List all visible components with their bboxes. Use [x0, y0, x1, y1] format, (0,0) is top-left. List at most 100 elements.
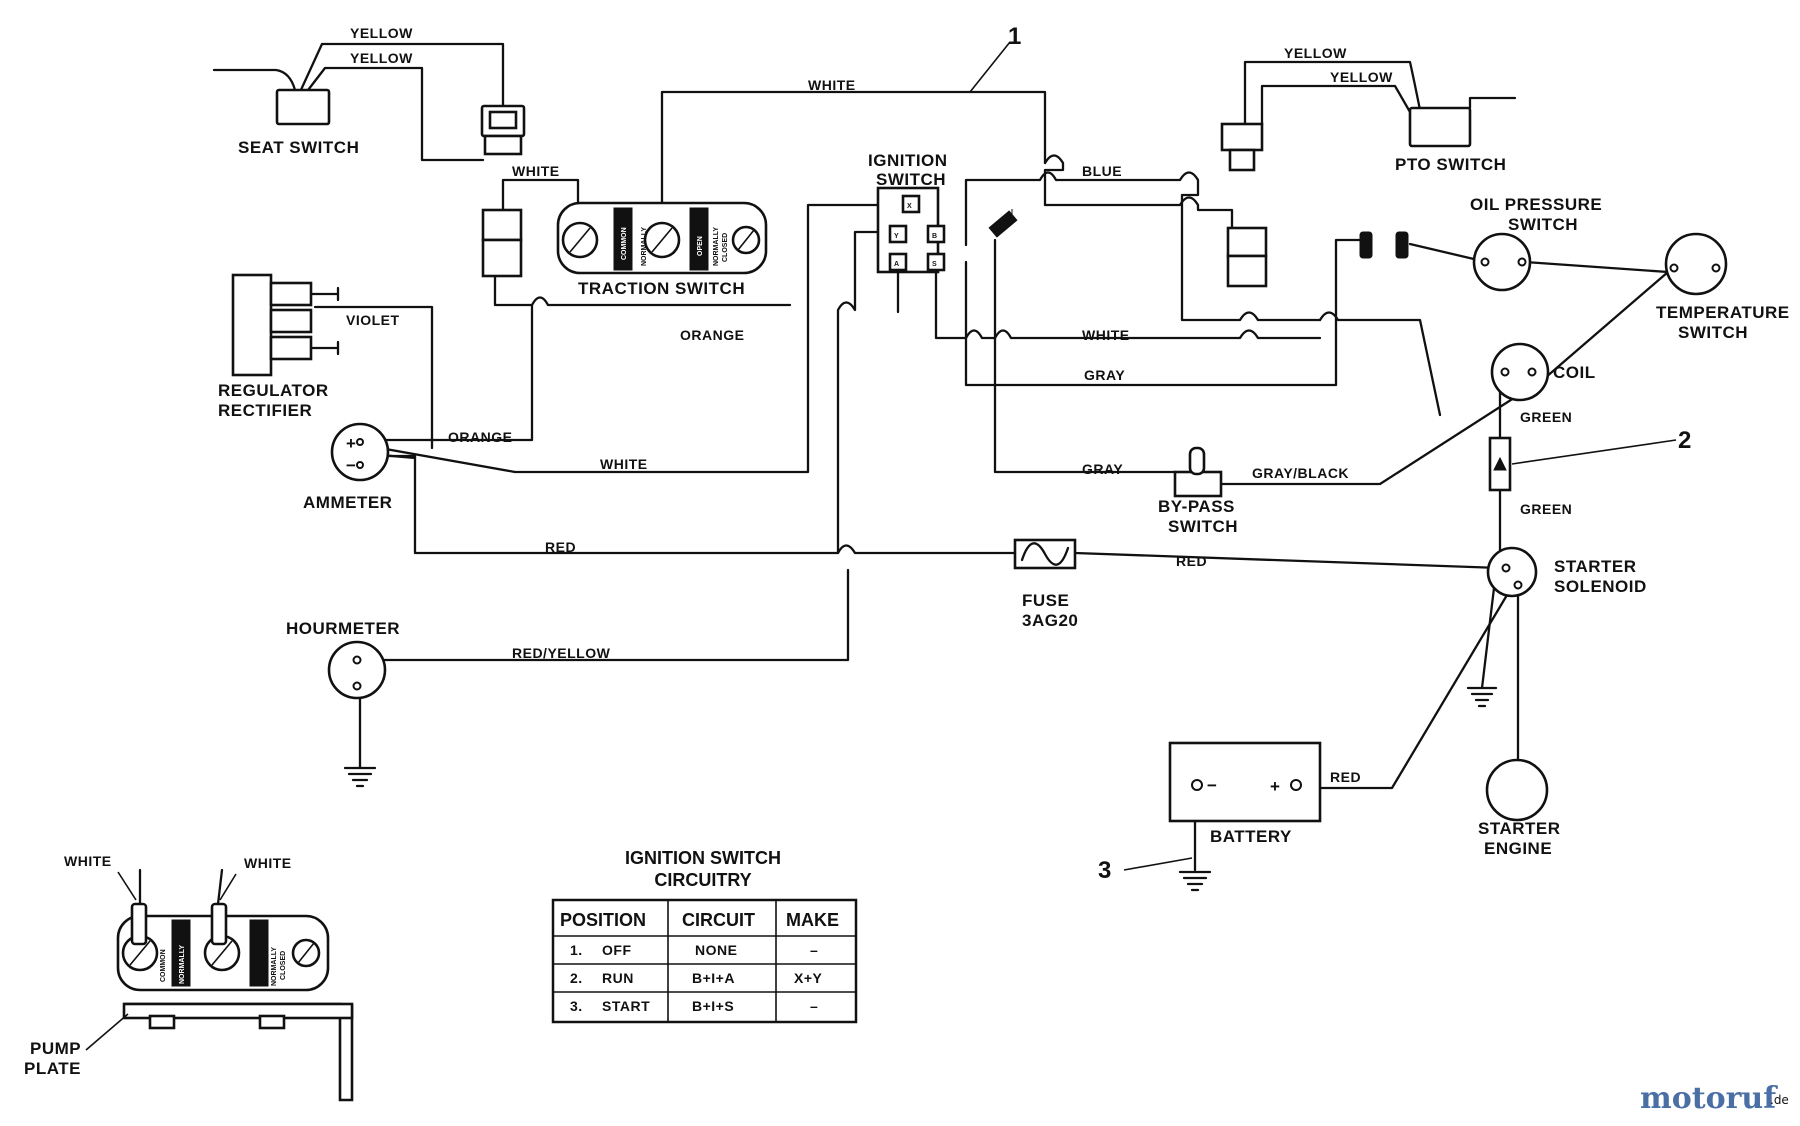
- wire-blue-to-coil: [1318, 311, 1442, 417]
- fuse: [1013, 538, 1077, 570]
- table-cell: OFF: [602, 942, 632, 958]
- wire-white-connector-to-traction: [501, 178, 580, 212]
- wire-connector-lower-lead: [493, 273, 534, 307]
- ignition-switch-table: IGNITION SWITCH CIRCUITRY POSITION CIRCU…: [551, 848, 858, 1024]
- bypass-switch-toggle: [1188, 446, 1206, 476]
- label-orange-ammeter: ORANGE: [448, 429, 512, 445]
- table-cell: NONE: [695, 942, 737, 958]
- label-white-main: WHITE: [808, 77, 856, 93]
- label-starter-engine-2: ENGINE: [1484, 839, 1552, 858]
- label-blue: BLUE: [1082, 163, 1122, 179]
- wire-red-battery: [1298, 588, 1512, 790]
- label-temp-2: SWITCH: [1678, 323, 1748, 342]
- wire-red-ammeter-to-fuse: [378, 454, 1017, 555]
- pump-common-label: COMMON: [160, 949, 167, 982]
- svg-text:B: B: [932, 233, 937, 240]
- wire-white-ignition-lower: [934, 260, 1322, 340]
- pump-white-left-leader: [117, 871, 137, 901]
- pump-white-wire-right: [216, 868, 224, 906]
- traction-label-strip-2: [689, 207, 709, 271]
- label-red-battery: RED: [1330, 769, 1361, 785]
- table-cell: –: [810, 942, 818, 958]
- wire-ignition-to-hourmeter: [836, 230, 900, 555]
- watermark: motoruf .de: [1640, 1081, 1789, 1116]
- pump-white-right-leader: [219, 873, 237, 901]
- ground-icon: [343, 766, 377, 788]
- bypass-switch-body: [1173, 470, 1223, 498]
- table-cell: B+I+A: [692, 970, 735, 986]
- label-green-lower: GREEN: [1520, 501, 1572, 517]
- label-regulator-2: RECTIFIER: [218, 401, 312, 420]
- wire-oil-to-temp: [1523, 260, 1670, 274]
- table-header-circuit: CIRCUIT: [682, 910, 755, 930]
- oil-connector-b: [1395, 231, 1409, 259]
- bypass-switch: [1173, 446, 1223, 498]
- pump-label-strip-2: [249, 919, 269, 987]
- table-title-2: CIRCUITRY: [654, 870, 751, 890]
- label-yellow-pto-1: YELLOW: [1284, 45, 1347, 61]
- label-red-solenoid: RED: [1176, 553, 1207, 569]
- table-cell: START: [602, 998, 650, 1014]
- table-cell: X+Y: [794, 970, 823, 986]
- wire-gray-black: [1218, 270, 1670, 486]
- wire-labels: YELLOW YELLOW WHITE WHITE YELLOW YELLOW …: [64, 25, 1572, 871]
- label-red-ammeter: RED: [545, 539, 576, 555]
- label-gray-bypass: GRAY: [1082, 461, 1123, 477]
- starter-engine: [1485, 758, 1549, 822]
- svg-text:X: X: [907, 203, 912, 210]
- green-inline-diode: [1488, 436, 1512, 492]
- pto-connector-bottom: [1228, 148, 1256, 172]
- label-green-upper: GREEN: [1520, 409, 1572, 425]
- starter-solenoid: [1486, 546, 1538, 598]
- coil: [1490, 342, 1550, 402]
- svg-text:I: I: [1011, 209, 1013, 216]
- diode-symbol: [1493, 456, 1507, 471]
- component-labels: SEAT SWITCH PTO SWITCH IGNITION SWITCH T…: [24, 138, 1790, 1078]
- label-oil-2: SWITCH: [1508, 215, 1578, 234]
- regulator-rectifier: [231, 273, 340, 377]
- watermark-brand: motoruf: [1640, 1081, 1778, 1116]
- label-pump-plate-2: PLATE: [24, 1059, 81, 1078]
- callout-2-leader: [1511, 439, 1677, 465]
- label-traction-switch: TRACTION SWITCH: [578, 279, 745, 298]
- ammeter-body: [330, 422, 390, 482]
- label-bypass-2: SWITCH: [1168, 517, 1238, 536]
- pump-no-label: NORMALLY: [179, 945, 186, 984]
- wire-yellow-pto-upper: [1243, 60, 1422, 127]
- table-cell: –: [810, 998, 818, 1014]
- traction-switch: COMMON NORMALLY OPEN NORMALLY CLOSED: [556, 201, 768, 275]
- traction-no-label-1: NORMALLY: [641, 227, 648, 266]
- table-header-position: POSITION: [560, 910, 646, 930]
- pump-spade-right: [210, 902, 228, 946]
- pto-switch: [1408, 106, 1472, 148]
- label-white-pump-left: WHITE: [64, 853, 112, 869]
- label-yellow-seat-2: YELLOW: [350, 50, 413, 66]
- label-temp-1: TEMPERATURE: [1656, 303, 1790, 322]
- ignition-terminal-y: [888, 224, 908, 244]
- pto-switch-body: [1408, 106, 1472, 148]
- label-red-yellow: RED/YELLOW: [512, 645, 611, 661]
- callout-2: 2: [1678, 427, 1691, 454]
- svg-text:S: S: [932, 261, 937, 268]
- regulator-plug-1: [269, 281, 313, 307]
- seat-switch: [275, 88, 526, 156]
- label-solenoid-1: STARTER: [1554, 557, 1637, 576]
- ignition-terminal-x: [901, 194, 921, 214]
- traction-label-strip-1: [613, 207, 633, 271]
- blue-connector-top: [1226, 226, 1268, 258]
- wire-red-fuse-to-solenoid: [1073, 551, 1502, 570]
- ammeter-plus: +: [346, 434, 356, 453]
- wire-orange-ammeter: [378, 303, 534, 442]
- ammeter: + −: [330, 422, 390, 482]
- table-header-make: MAKE: [786, 910, 839, 930]
- label-coil: COIL: [1553, 363, 1596, 382]
- wire-violet: [313, 305, 434, 450]
- ground-icon: [1466, 686, 1498, 708]
- ground-symbols: [343, 686, 1498, 892]
- oil-pressure-switch: [1472, 232, 1532, 292]
- traction-connector-bottom: [481, 238, 523, 278]
- label-fuse-1: FUSE: [1022, 591, 1069, 610]
- wire-white-to-pto-connector: [1043, 196, 1234, 232]
- starter-engine-body: [1485, 758, 1549, 822]
